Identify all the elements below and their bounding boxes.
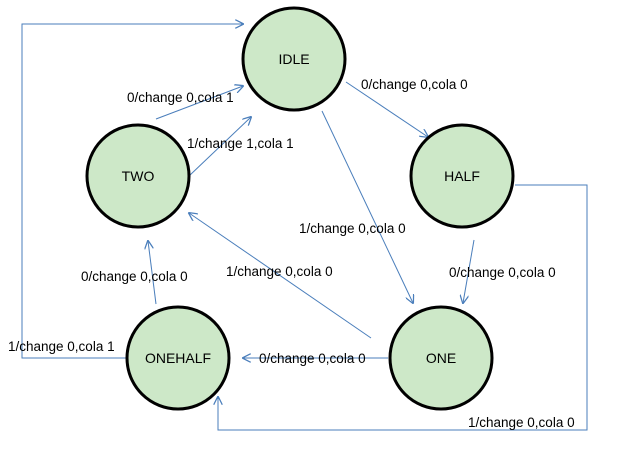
label-idle-to-one: 1/change 0,cola 0 bbox=[299, 221, 406, 236]
label-one-to-onehalf: 0/change 0,cola 0 bbox=[259, 351, 366, 366]
state-idle bbox=[241, 6, 347, 112]
label-half-to-one: 0/change 0,cola 0 bbox=[449, 265, 556, 280]
state-label-half: HALF bbox=[444, 168, 480, 184]
edge-idle-to-half bbox=[345, 81, 428, 137]
edge-half-to-onehalf bbox=[218, 184, 588, 431]
state-onehalf bbox=[125, 305, 231, 411]
edge-onehalf-to-idle bbox=[21, 24, 243, 359]
label-two-to-idle-upper: 0/change 0,cola 1 bbox=[127, 90, 234, 105]
edge-half-to-one bbox=[463, 239, 475, 303]
edge-two-to-idle-lower bbox=[188, 117, 251, 177]
transition-labels: 0/change 0,cola 0 0/change 0,cola 1 1/ch… bbox=[8, 77, 575, 430]
label-onehalf-to-two: 0/change 0,cola 0 bbox=[81, 269, 188, 284]
state-label-idle: IDLE bbox=[278, 51, 309, 67]
edge-one-to-two bbox=[189, 213, 372, 339]
state-labels: IDLE HALF TWO ONE ONEHALF bbox=[122, 51, 480, 366]
transition-edges bbox=[21, 24, 588, 431]
state-two bbox=[85, 123, 191, 229]
state-one bbox=[388, 305, 494, 411]
label-idle-to-half: 0/change 0,cola 0 bbox=[361, 77, 468, 92]
state-nodes bbox=[85, 6, 515, 411]
state-label-one: ONE bbox=[426, 350, 456, 366]
edge-onehalf-to-two bbox=[148, 241, 157, 305]
state-label-two: TWO bbox=[122, 168, 155, 184]
label-two-to-idle-lower: 1/change 1,cola 1 bbox=[187, 136, 294, 151]
state-label-onehalf: ONEHALF bbox=[145, 350, 211, 366]
label-onehalf-to-idle: 1/change 0,cola 1 bbox=[8, 339, 115, 354]
state-half bbox=[409, 123, 515, 229]
label-one-to-two: 1/change 0,cola 0 bbox=[226, 264, 333, 279]
edge-two-to-idle-upper bbox=[155, 86, 243, 120]
label-half-to-onehalf: 1/change 0,cola 0 bbox=[468, 415, 575, 430]
edge-idle-to-one bbox=[321, 110, 413, 303]
